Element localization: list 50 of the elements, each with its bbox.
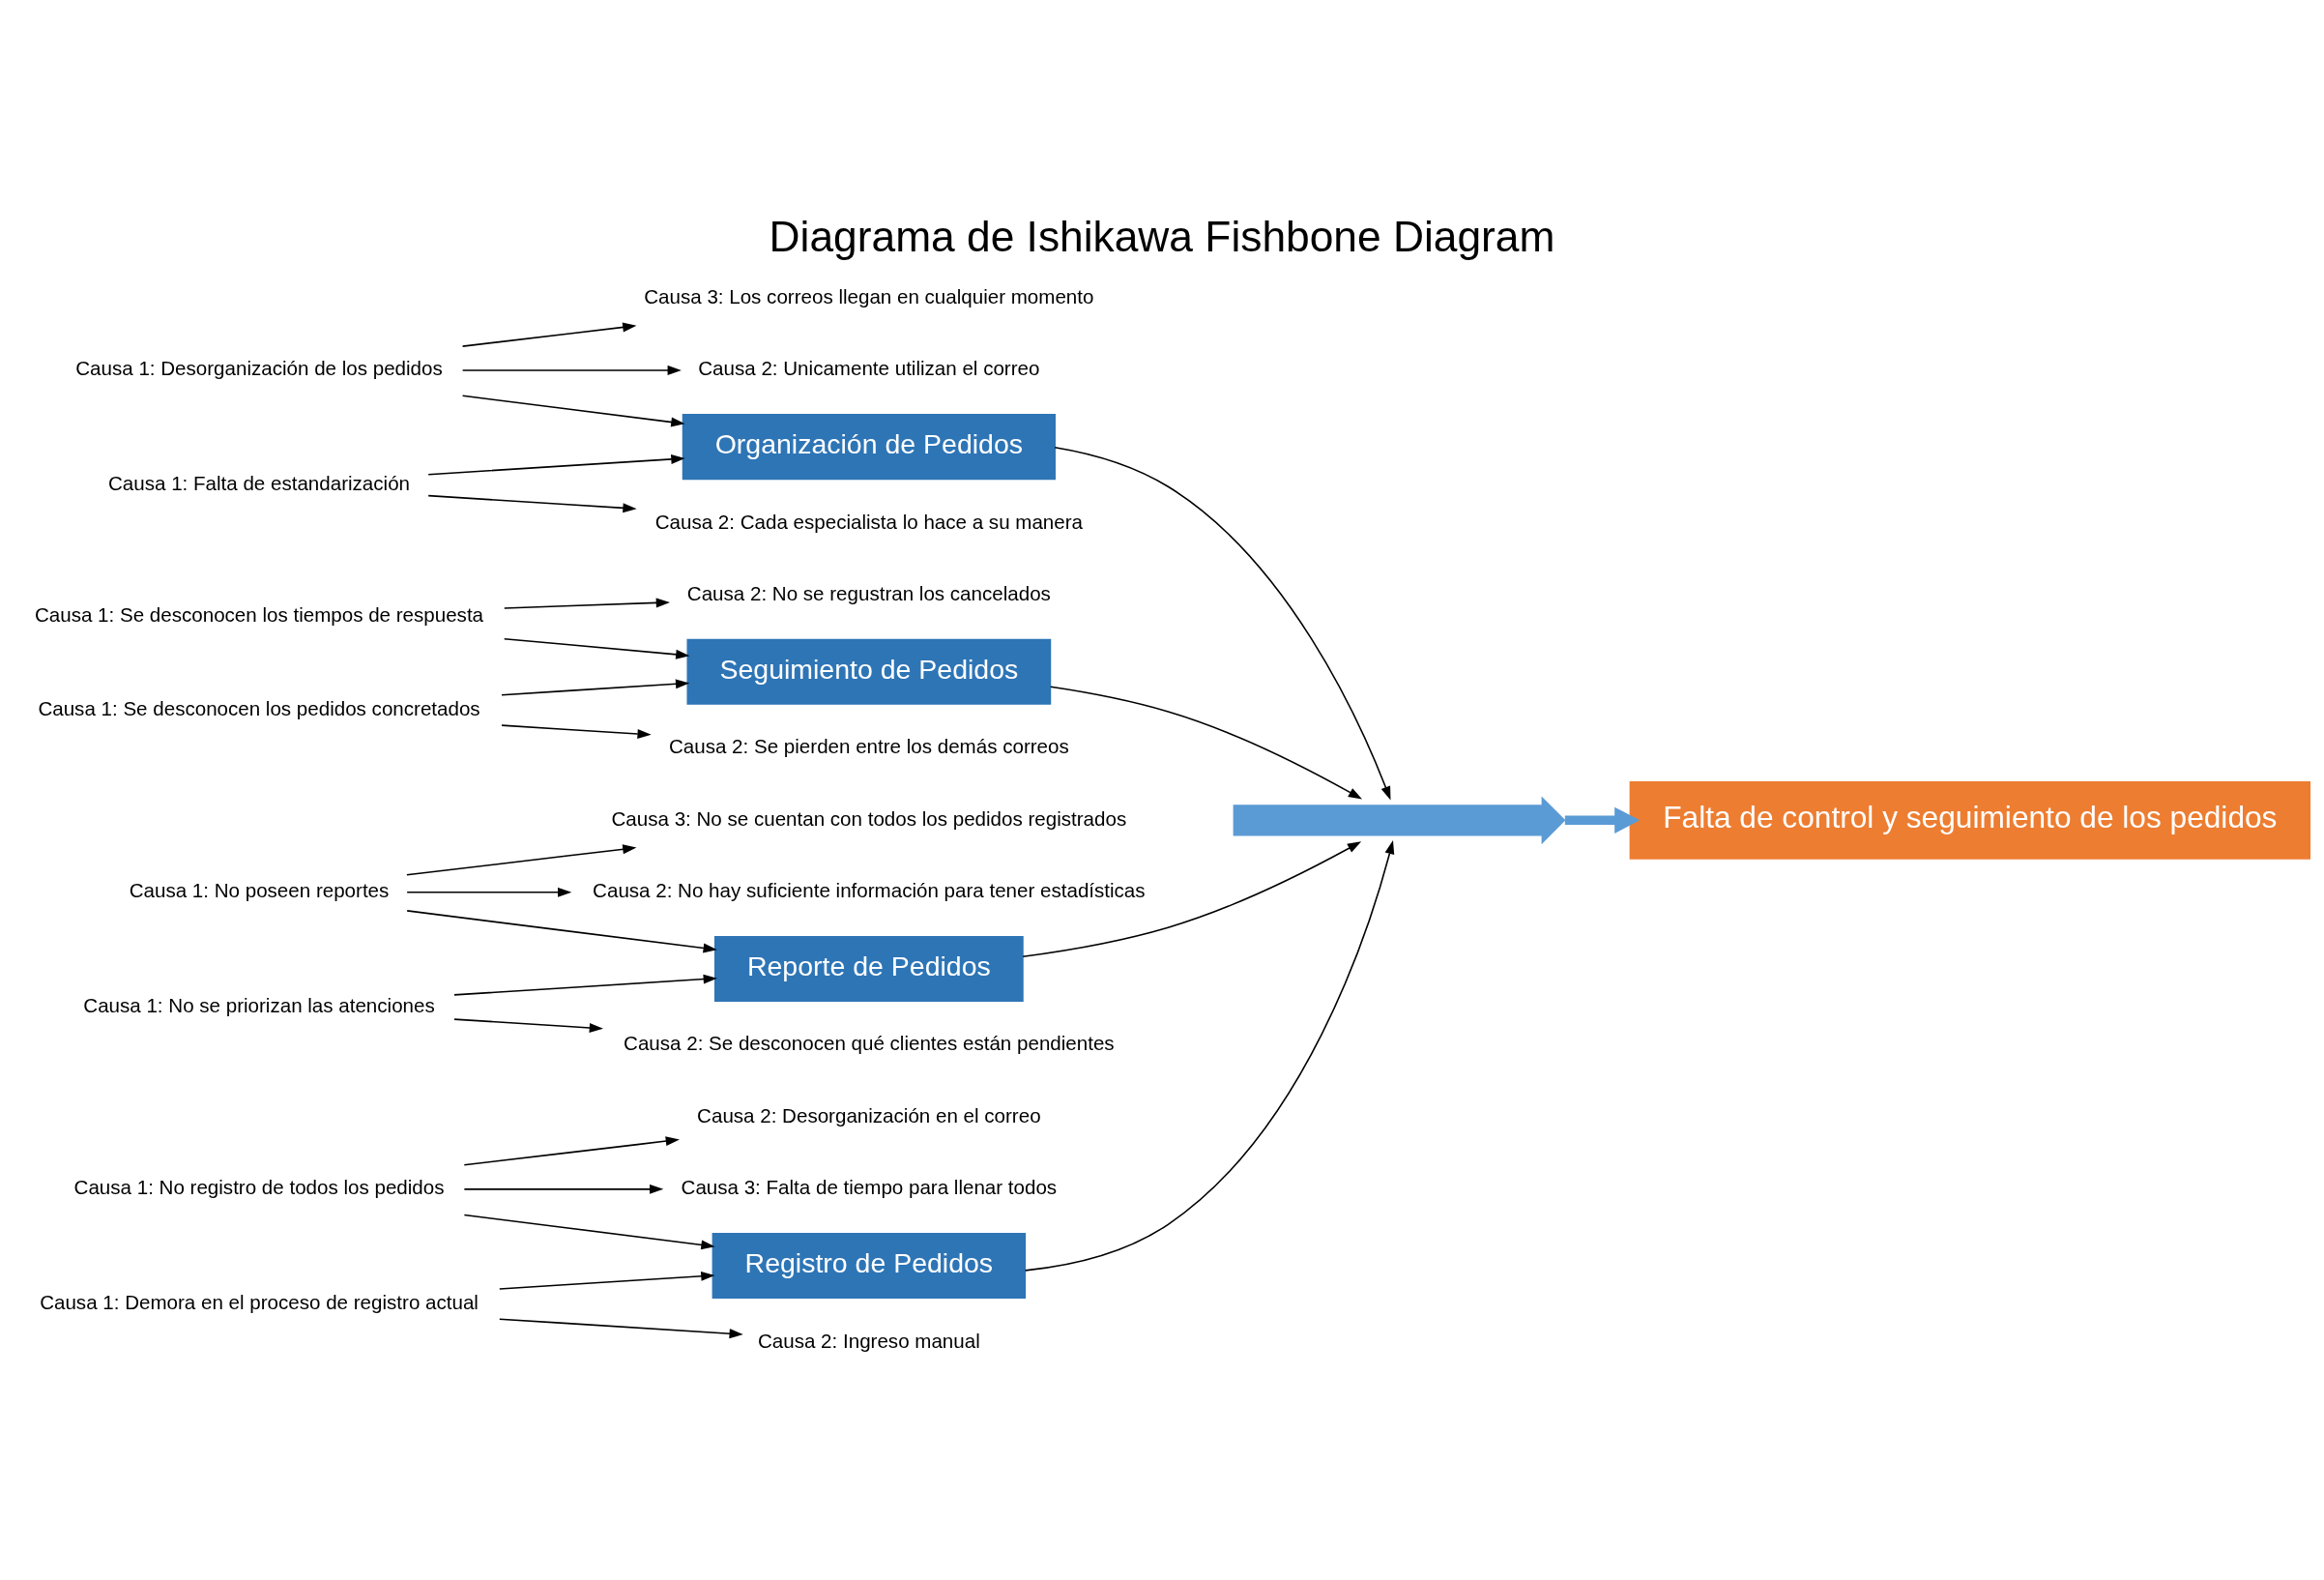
node-text: Causa 2: Unicamente utilizan el correo [698, 356, 1040, 379]
node-text: Causa 1: Demora en el proceso de registro actual [40, 1290, 479, 1313]
node-box: Reporte de Pedidos [713, 935, 1024, 1002]
node-text: Causa 2: Se desconocen qué clientes están pendientes [624, 1031, 1115, 1054]
diagram-title: Diagrama de Ishikawa Fishbone Diagram [769, 212, 1555, 260]
node-text: Causa 3: Falta de tiempo para llenar todos [681, 1175, 1058, 1198]
arrow [501, 678, 690, 695]
arrow [406, 909, 717, 952]
node-text: Causa 1: No poseen reportes [129, 878, 390, 901]
arrow [503, 597, 670, 609]
arrow [453, 1017, 603, 1033]
node-text: Causa 1: Desorganización de los pedidos [75, 356, 443, 379]
arrow [1054, 446, 1391, 801]
node-text: Causa 3: No se cuentan con todos los pedidos registrados [611, 806, 1127, 830]
node-text: Causa 2: Se pierden entre los demás correos [668, 734, 1069, 757]
node-box: Registro de Pedidos [712, 1232, 1027, 1299]
node-text: Causa 3: Los correos llegan en cualquier momento [644, 284, 1094, 307]
arrow [463, 1184, 664, 1194]
arrow [463, 1135, 680, 1166]
arrow [1564, 806, 1641, 834]
arrow [499, 1317, 743, 1338]
node-text: Causa 2: No se regustran los cancelados [686, 581, 1051, 604]
arrow [427, 494, 637, 512]
node-box: Seguimiento de Pedidos [686, 638, 1052, 705]
arrow [1022, 840, 1362, 957]
arrow [453, 974, 717, 996]
arrow [499, 1271, 715, 1290]
node-text: Causa 2: Desorganización en el correo [697, 1103, 1041, 1126]
node-text: Causa 1: Se desconocen los pedidos concretados [38, 696, 480, 719]
node-text: Causa 2: Cada especialista lo hace a su manera [654, 510, 1084, 533]
node-box: Organización de Pedidos [682, 413, 1056, 480]
node-bar [1233, 796, 1566, 844]
arrow [501, 723, 652, 739]
arrow [503, 637, 690, 659]
node-text: Causa 2: Ingreso manual [757, 1329, 980, 1352]
node-text: Causa 1: No registro de todos los pedidos [73, 1175, 445, 1198]
arrow [1050, 686, 1363, 799]
arrow [461, 395, 685, 426]
arrow [1024, 839, 1395, 1272]
node-text: Causa 1: Se desconocen los tiempos de respuesta [34, 602, 484, 626]
arrow [406, 843, 637, 876]
arrow [461, 365, 682, 375]
node-text: Causa 1: No se priorizan las atenciones [83, 993, 435, 1016]
arrow [461, 322, 637, 347]
node-text: Causa 1: Falta de estandarización [107, 471, 411, 494]
node-text: Causa 2: No hay suficiente información para tener estadísticas [593, 878, 1146, 901]
arrow [463, 1214, 715, 1249]
node-box: Falta de control y seguimiento de los pedidos [1629, 780, 2311, 860]
arrow [406, 887, 572, 897]
arrow [427, 454, 685, 476]
